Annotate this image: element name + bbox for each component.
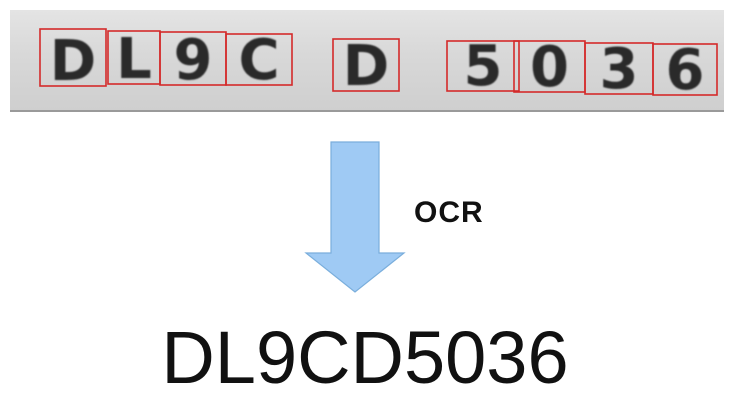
down-arrow-icon <box>304 141 406 293</box>
plate-character: 0 <box>530 35 569 100</box>
plate-character: D <box>50 29 96 94</box>
plate-character: 9 <box>174 28 213 93</box>
character-bounding-box <box>446 40 520 92</box>
plate-character: C <box>238 28 279 93</box>
plate-character: 5 <box>464 34 503 99</box>
character-bounding-box <box>225 33 293 86</box>
plate-character: 6 <box>666 38 705 103</box>
ocr-result-text: DL9CD5036 <box>161 316 569 399</box>
plate-character: D <box>343 34 389 99</box>
character-bounding-box <box>652 43 718 96</box>
plate-character: 3 <box>600 37 639 102</box>
character-bounding-box <box>39 28 107 87</box>
character-bounding-box <box>332 38 400 92</box>
plate-character: L <box>116 27 152 92</box>
ocr-label: OCR <box>414 196 484 229</box>
